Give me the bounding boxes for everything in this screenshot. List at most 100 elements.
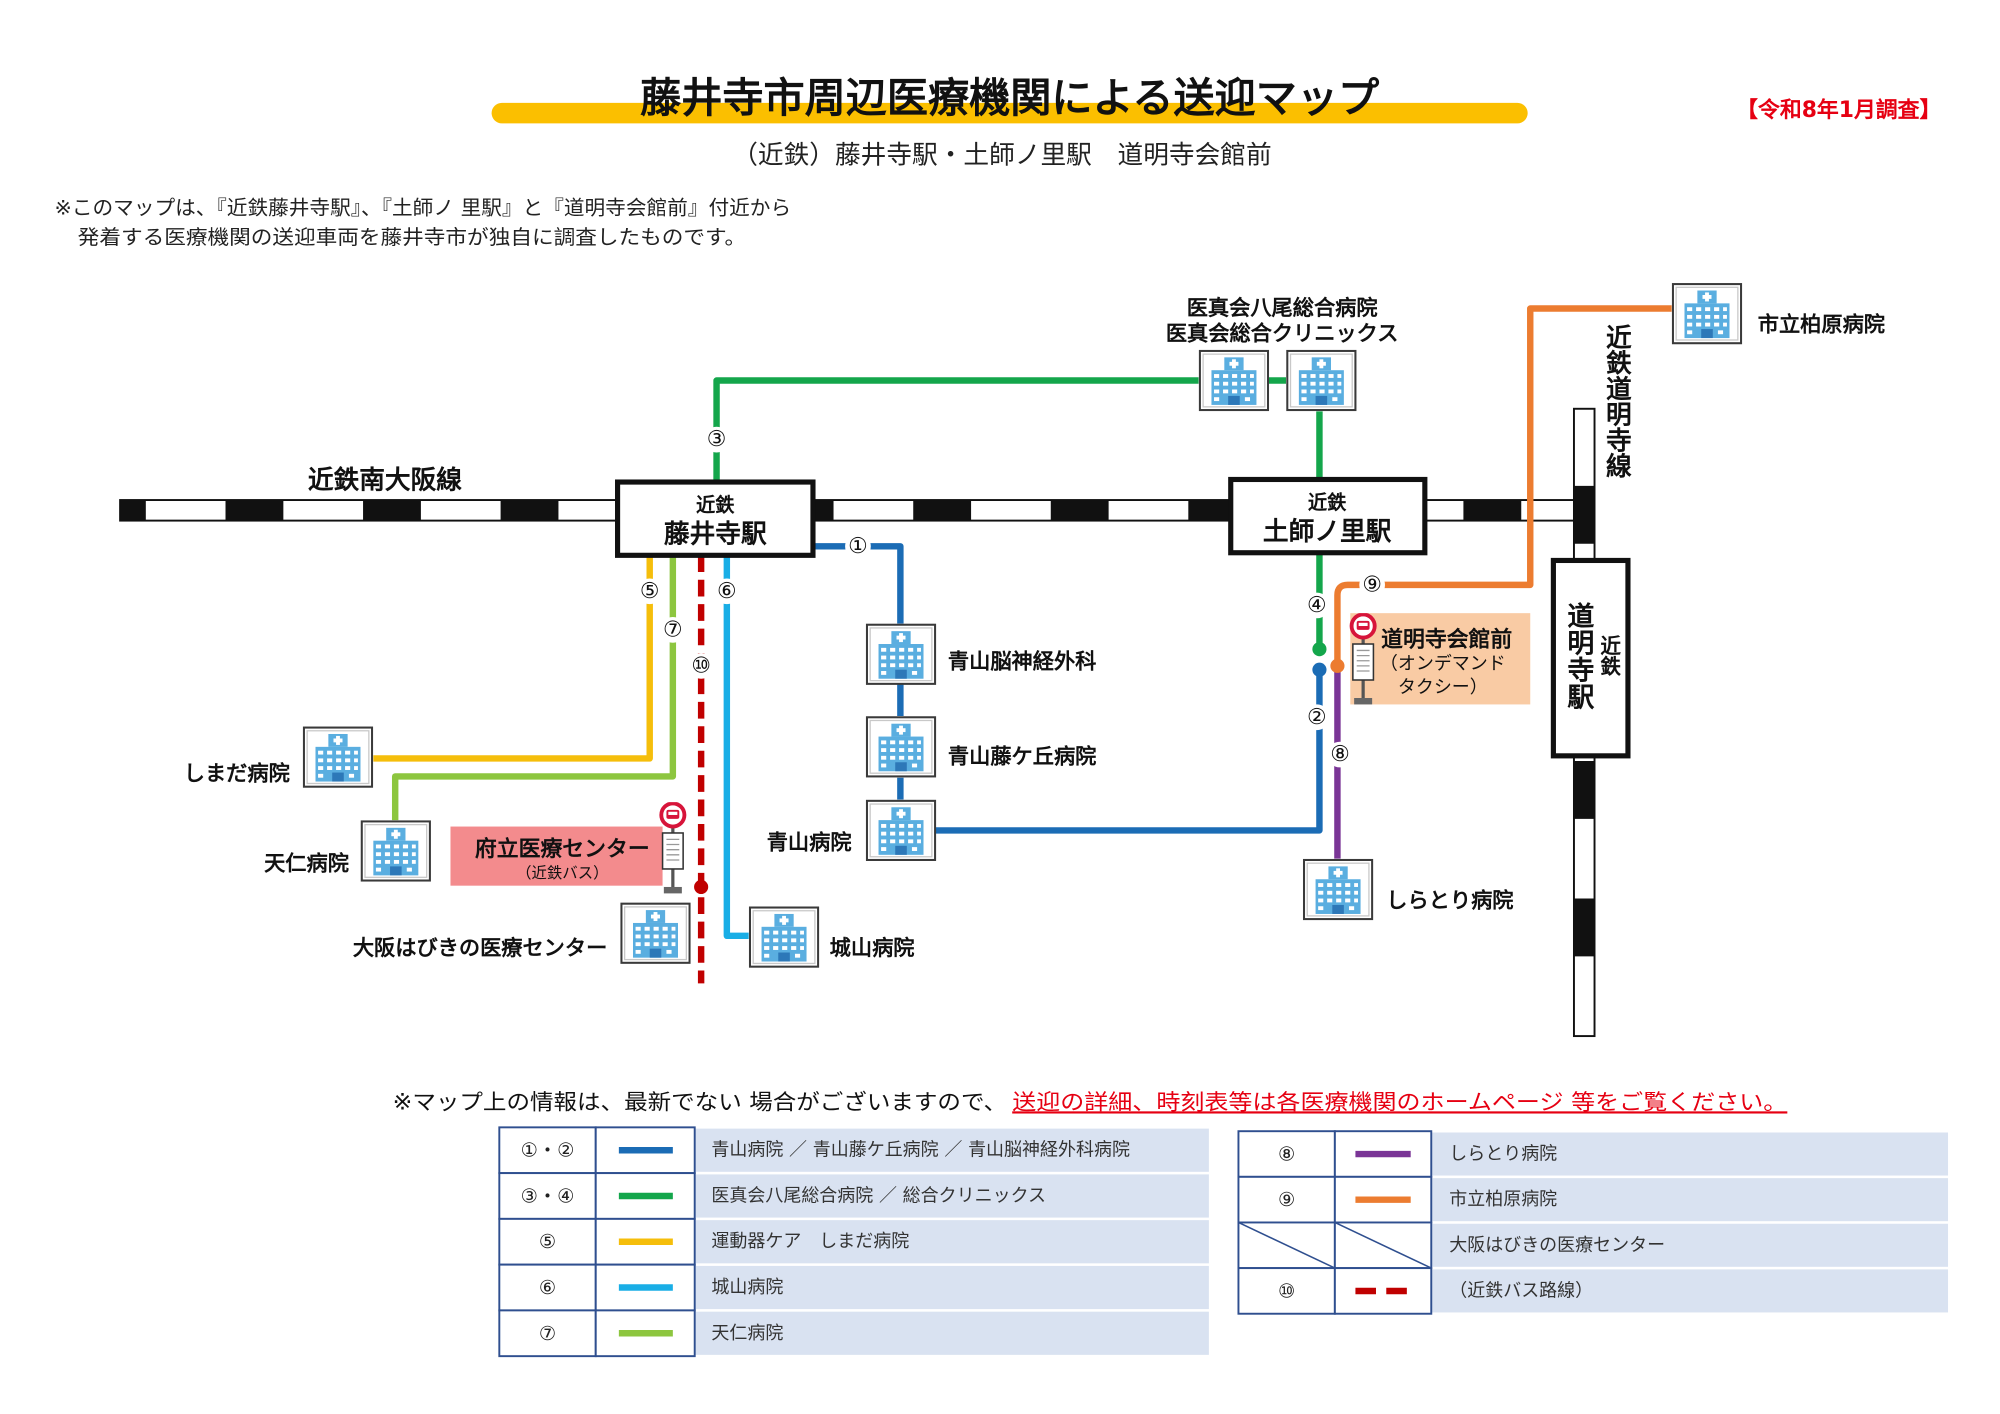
- route-9-line: [1334, 305, 1672, 666]
- route-marker-5-text: ⑤: [640, 579, 660, 604]
- hospital-label-shimada: しまだ病院: [184, 760, 290, 786]
- legend-row: 大阪はびきの医療センター: [1237, 1221, 1949, 1270]
- minami-osaka-line-label: 近鉄南大阪線: [308, 464, 462, 495]
- stop-domyoji-kaikan-name: 道明寺会館前: [1381, 627, 1512, 653]
- station-fujiidera-name: 藤井寺駅: [664, 519, 767, 549]
- legend-number: ③・④: [521, 1184, 575, 1207]
- route-marker-7-text: ⑦: [663, 617, 683, 642]
- legend-number: ⑩: [1278, 1279, 1295, 1302]
- route-marker-2: ②: [1304, 704, 1330, 731]
- bus-stop-icon: [659, 802, 687, 895]
- station-fujiidera-operator: 近鉄: [696, 494, 735, 517]
- hospital-icon: [302, 726, 374, 788]
- hospital-icon: [1671, 283, 1743, 345]
- hospital-label-shiratori: しらとり病院: [1386, 888, 1513, 914]
- stop-fuchu-medical-center: 府立医療センター （近鉄バス）: [450, 826, 663, 886]
- hospital-icon: [1302, 858, 1374, 921]
- page-subtitle: （近鉄）藤井寺駅・土師ノ里駅 道明寺会館前: [732, 140, 1271, 170]
- hospital-label-aoyama-fujigaoka: 青山藤ケ丘病院: [948, 744, 1096, 770]
- legend-label: 市立柏原病院: [1449, 1189, 1557, 1210]
- legend-table-left: ①・② 青山病院 ／ 青山藤ケ丘病院 ／ 青山脳神経外科病院 ③・④ 医真会八尾…: [498, 1126, 1209, 1358]
- stop-fuchu-type: （近鉄バス）: [516, 864, 608, 882]
- legend-number: ⑥: [539, 1276, 556, 1299]
- legend-label: しらとり病院: [1449, 1144, 1557, 1165]
- route-marker-8: ⑧: [1327, 741, 1353, 768]
- legend-label: （近鉄バス路線）: [1449, 1280, 1593, 1301]
- hospital-label-iyo-yao: 医真会八尾総合病院: [1187, 295, 1378, 321]
- station-fujiidera: 近鉄 藤井寺駅: [615, 479, 816, 558]
- station-hajinosato-name: 土師ノ里駅: [1263, 517, 1392, 547]
- legend-number: ⑤: [539, 1230, 556, 1253]
- route-marker-4: ④: [1304, 592, 1330, 619]
- station-hajinosato-operator: 近鉄: [1308, 491, 1347, 514]
- hospital-label-aoyama: 青山病院: [767, 830, 852, 856]
- legend-label: 天仁病院: [711, 1323, 783, 1344]
- legend-row: ⑥ 城山病院: [498, 1263, 1209, 1312]
- hospital-icon: [360, 820, 431, 882]
- footer-notice-highlight: 送迎の詳細、時刻表等は各医療機関のホームページ 等をご覧ください。: [1012, 1090, 1787, 1115]
- footer-notice: ※マップ上の情報は、最新でない 場合がございますので、: [393, 1089, 1007, 1115]
- route-2-end-dot: [1312, 662, 1327, 677]
- route-5-line: [373, 555, 653, 762]
- hospital-icon: [1286, 349, 1357, 412]
- legend-number: ⑧: [1278, 1143, 1295, 1166]
- route-6-line: [723, 555, 749, 940]
- legend-empty-cell-diagonal: [1334, 1221, 1432, 1269]
- station-domyoji-name: 道明寺駅: [1562, 600, 1593, 710]
- route-marker-6-text: ⑥: [717, 579, 737, 604]
- legend-label: 運動器ケア しまだ病院: [711, 1231, 909, 1252]
- legend-row: ⑨ 市立柏原病院: [1237, 1175, 1949, 1224]
- route-marker-9-text: ⑨: [1362, 572, 1382, 597]
- route-marker-10: ⑩: [688, 653, 714, 679]
- station-hajinosato: 近鉄 土師ノ里駅: [1228, 476, 1428, 556]
- route-marker-8-text: ⑧: [1330, 742, 1350, 767]
- route-marker-2-text: ②: [1307, 705, 1327, 730]
- legend-label: 大阪はびきの医療センター: [1449, 1235, 1665, 1256]
- stop-fuchu-name: 府立医療センター: [475, 836, 650, 862]
- route-9-end-dot: [1330, 658, 1345, 673]
- domyoji-line-label: 近鉄道明寺線: [1601, 324, 1631, 480]
- route-1-line: [812, 543, 904, 800]
- legend-row: ⑧ しらとり病院: [1237, 1130, 1949, 1178]
- stop-domyoji-kaikan-type-2: タクシー）: [1398, 677, 1488, 698]
- route-marker-7: ⑦: [659, 617, 686, 643]
- title-underline-bar: [491, 102, 1528, 124]
- route-marker-9: ⑨: [1359, 572, 1385, 598]
- route-marker-4-text: ④: [1307, 593, 1327, 618]
- route-marker-10-text: ⑩: [691, 653, 711, 678]
- survey-date: 【令和8年1月調査】: [1736, 97, 1941, 123]
- route-marker-1: ①: [845, 533, 871, 560]
- legend-number: ⑦: [539, 1322, 556, 1345]
- stop-domyoji-kaikan-type-1: （オンデマンド: [1380, 654, 1506, 675]
- route-marker-3-text: ③: [707, 427, 727, 452]
- legend-row: ⑤ 運動器ケア しまだ病院: [498, 1217, 1209, 1266]
- page-title: 藤井寺市周辺医療機関による送迎マップ: [640, 73, 1380, 122]
- note-line-2: 発着する医療機関の送迎車両を藤井寺市が独自に調査したものです。: [78, 226, 746, 249]
- hospital-label-habikino: 大阪はびきの医療センター: [353, 935, 607, 961]
- route-4-end-dot: [1312, 642, 1327, 657]
- hospital-icon: [865, 799, 937, 861]
- legend-number: ⑨: [1278, 1188, 1295, 1211]
- station-domyoji-operator: 近鉄: [1597, 634, 1621, 677]
- legend-row: ⑦ 天仁病院: [498, 1309, 1209, 1358]
- legend-empty-cell-diagonal: [1238, 1221, 1336, 1269]
- note-line-1: ※このマップは、『近鉄藤井寺駅』、『土師ノ 里駅』と『道明寺会館前』付近から: [55, 197, 792, 220]
- legend-label: 青山病院 ／ 青山藤ケ丘病院 ／ 青山脳神経外科病院: [711, 1140, 1130, 1161]
- hospital-label-tenjin: 天仁病院: [264, 850, 349, 876]
- stop-domyoji-kaikan: 道明寺会館前 （オンデマンド タクシー）: [1350, 613, 1531, 705]
- route-marker-6: ⑥: [713, 578, 740, 605]
- hospital-icon: [865, 623, 937, 685]
- hospital-icon: [620, 902, 691, 964]
- legend-row: ⑩ （近鉄バス路線）: [1237, 1267, 1949, 1315]
- hospital-icon: [1198, 349, 1270, 412]
- route-marker-1-text: ①: [848, 534, 868, 559]
- legend-label: 医真会八尾総合病院 ／ 総合クリニックス: [711, 1185, 1046, 1206]
- legend-row: ③・④ 医真会八尾総合病院 ／ 総合クリニックス: [498, 1172, 1209, 1220]
- legend-table-right: ⑧ しらとり病院 ⑨ 市立柏原病院 大阪はびきの医療センター ⑩ （近鉄バス路線…: [1237, 1130, 1949, 1315]
- legend-number: ①・②: [521, 1139, 575, 1162]
- legend-label: 城山病院: [711, 1277, 783, 1298]
- hospital-label-shiroyama: 城山病院: [830, 935, 915, 961]
- route-marker-5: ⑤: [636, 578, 663, 605]
- route-10-stop-dot: [694, 879, 709, 895]
